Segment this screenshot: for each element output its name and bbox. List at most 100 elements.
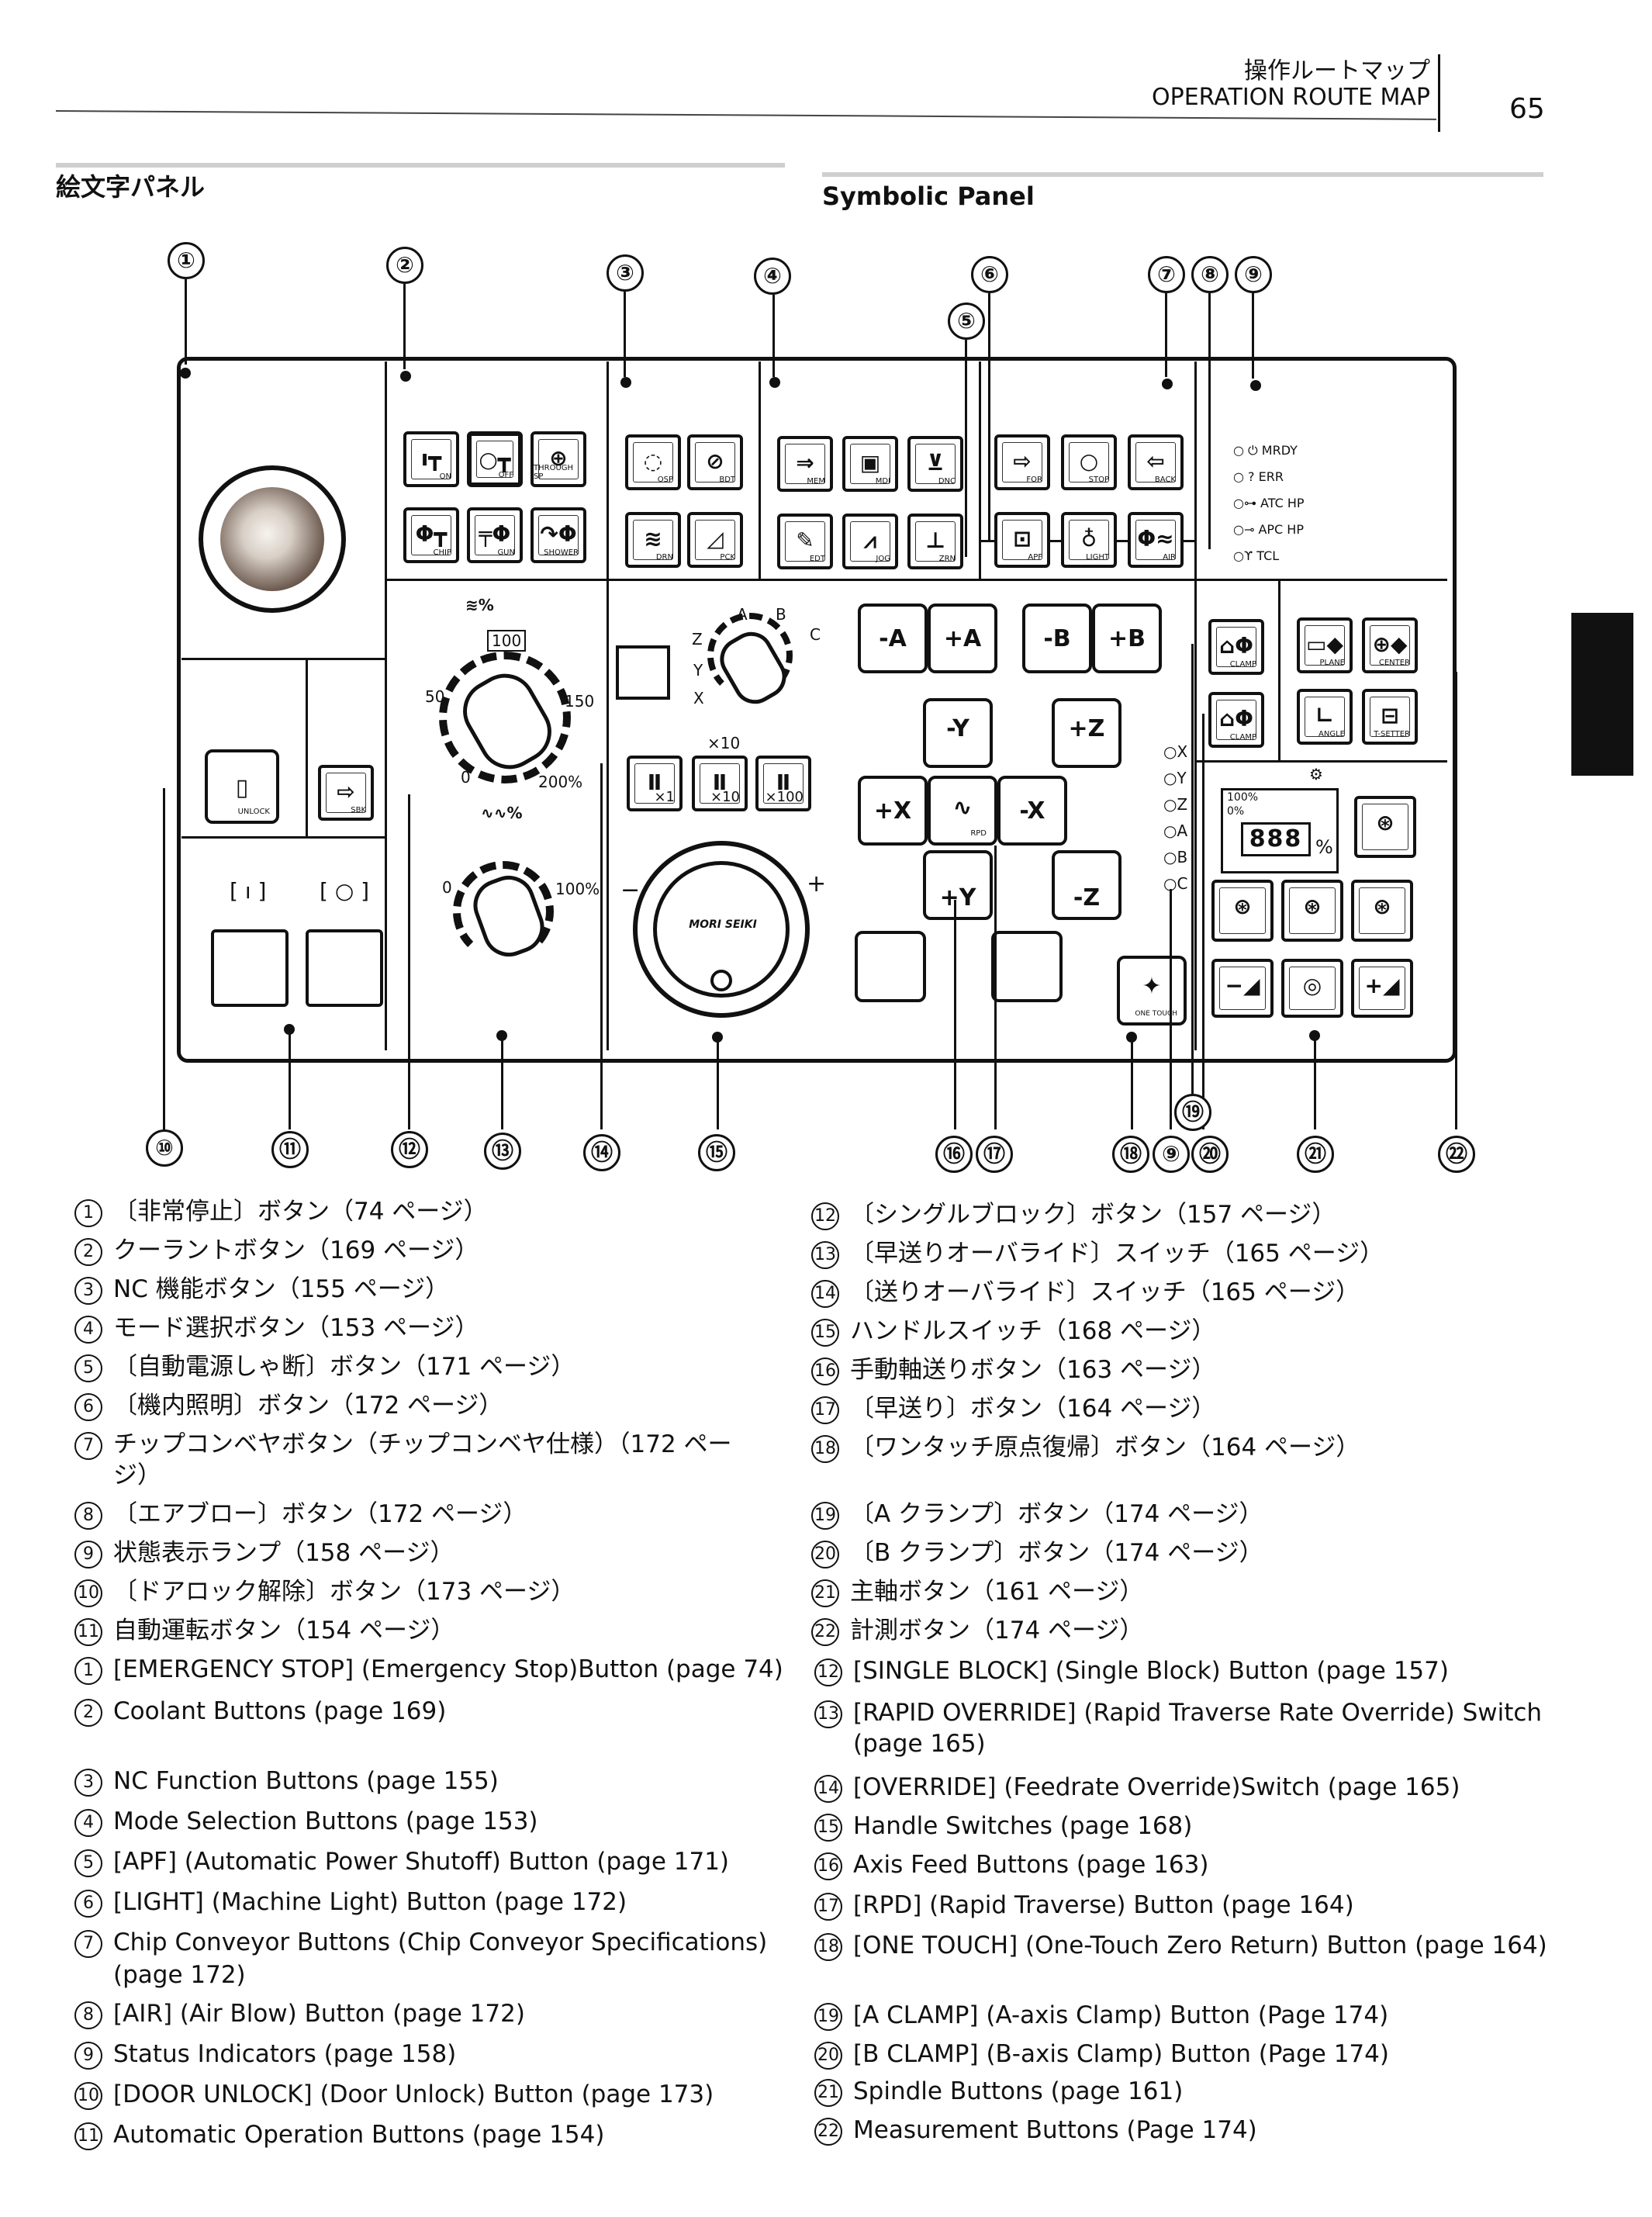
spindle-cw-button[interactable]: ⊛ — [1351, 880, 1413, 942]
mode-dnc-button[interactable]: ⊻DNC — [907, 436, 963, 492]
list-item-text: 〔エアブロー〕ボタン（172 ページ） — [113, 1500, 527, 1528]
axis-plus-z-button[interactable]: +Z — [1052, 698, 1121, 768]
spindle-speed-down-button[interactable]: −◢ — [1211, 959, 1274, 1018]
axis-plus-y-button[interactable]: +Y — [923, 850, 993, 920]
list-item-number: 8 — [74, 1501, 102, 1530]
list-item-text: [RPD] (Rapid Traverse) Button (page 164) — [853, 1891, 1354, 1919]
leader-11 — [289, 1029, 291, 1129]
list-item-text: チップコンベヤボタン（チップコンベヤ仕様）（172 ペー — [113, 1430, 732, 1458]
axis-plus-x-button[interactable]: +X — [858, 776, 928, 846]
divider-h2 — [181, 658, 385, 660]
apf-button[interactable]: ⊡APF — [994, 512, 1050, 568]
coolant-on-icon: ı┳ — [420, 445, 442, 471]
list-item-number: 17 — [811, 1396, 839, 1424]
handwheel-outer[interactable] — [633, 841, 810, 1018]
spindle-speed-up-button[interactable]: +◢ — [1351, 959, 1413, 1018]
cycle-start-button[interactable] — [211, 929, 289, 1007]
mode-mem-button[interactable]: ⇒MEM — [777, 436, 833, 492]
axis-minus-z-button[interactable]: -Z — [1052, 850, 1121, 920]
spindle-orient-button[interactable]: ⊛ — [1354, 796, 1416, 858]
door-unlock-button[interactable]: ▯UNLOCK — [205, 749, 279, 824]
axis-plus-b-button[interactable]: +B — [1092, 604, 1162, 673]
coolant-on-button[interactable]: ı┳ON — [403, 431, 459, 487]
coolant-through-button[interactable]: ⊕THROUGH SP — [531, 431, 586, 487]
spindle-stop-button[interactable]: ◎ — [1281, 959, 1343, 1018]
list-item: 20[B CLAMP] (B-axis Clamp) Button (Page … — [814, 2039, 1389, 2070]
callout-8: ⑧ — [1191, 256, 1229, 293]
measure-tsetter-button[interactable]: ⊟T-SETTER — [1362, 689, 1418, 745]
plane-icon: ▭◆ — [1306, 631, 1343, 657]
speed-up-icon: +◢ — [1364, 973, 1400, 998]
nc-pck-button[interactable]: ◿PCK — [687, 512, 743, 568]
single-block-button[interactable]: ⇨SBK — [318, 765, 374, 821]
rapid-traverse-button[interactable]: ∿RPD — [928, 776, 997, 846]
nc-osp-button[interactable]: ◌OSP — [625, 434, 681, 490]
callout-9-bottom: ⑨ — [1153, 1136, 1190, 1173]
spare-button-left[interactable] — [855, 931, 926, 1002]
list-item-text: ハンドルスイッチ（168 ページ） — [850, 1317, 1216, 1345]
apf-icon: ⊡ — [1013, 526, 1032, 552]
spindle-stop-jog-button[interactable]: ⊛ — [1281, 880, 1343, 942]
list-item-text: ジ） — [113, 1461, 161, 1489]
spindle-ccw-button[interactable]: ⊛ — [1211, 880, 1274, 942]
axis-minus-a-button[interactable]: -A — [858, 604, 928, 673]
measure-center-button[interactable]: ⊕◆CENTER — [1362, 617, 1418, 673]
handle-x10-button[interactable]: Ⅱ×10 — [692, 756, 748, 811]
list-item-text: NC Function Buttons (page 155) — [113, 1767, 499, 1795]
callout-19: ⑲ — [1174, 1094, 1211, 1131]
axis-minus-y-button[interactable]: -Y — [923, 698, 993, 768]
clamp-b-icon: ⌂Φ — [1219, 706, 1253, 732]
measure-plane-button[interactable]: ▭◆PLANE — [1297, 617, 1353, 673]
pck-icon: ◿ — [707, 526, 724, 552]
status-lamps: ○ ⏻ MRDY ○ ? ERR ○⊶ ATC HP ○⊸ APC HP ○ϒ … — [1233, 438, 1305, 569]
handle-x1-button[interactable]: Ⅱ×1 — [627, 756, 683, 811]
axis-minus-x-button[interactable]: -X — [997, 776, 1067, 846]
list-item-number: 2 — [74, 1698, 102, 1727]
axis-select-scale — [707, 613, 793, 698]
dot-9 — [1250, 380, 1261, 391]
list-item: 5[APF] (Automatic Power Shutoff) Button … — [74, 1846, 729, 1877]
mode-zrn-button[interactable]: ⊥ZRN — [907, 514, 963, 569]
light-button[interactable]: ♁LIGHT — [1061, 512, 1117, 568]
emergency-stop-button[interactable] — [220, 487, 324, 591]
coolant-chip-button[interactable]: Φ┳CHIP — [403, 507, 459, 563]
list-item-text: [B CLAMP] (B-axis Clamp) Button (Page 17… — [853, 2040, 1389, 2068]
chip-conveyor-forward-button[interactable]: ⇨FOR — [994, 434, 1050, 490]
list-item-text: [DOOR UNLOCK] (Door Unlock) Button (page… — [113, 2080, 714, 2108]
list-item-number: 22 — [814, 2117, 842, 2146]
list-item: 14〔送りオーバライド〕スイッチ（165 ページ） — [811, 1277, 1360, 1308]
measure-angle-button[interactable]: ∟ANGLE — [1297, 689, 1353, 745]
nc-drn-button[interactable]: ≋DRN — [625, 512, 681, 568]
chip-conveyor-back-button[interactable]: ⇦BACK — [1128, 434, 1184, 490]
leader-4 — [772, 295, 775, 377]
conveyor-forward-icon: ⇨ — [1013, 448, 1032, 474]
chip-conveyor-stop-button[interactable]: ○STOP — [1061, 434, 1117, 490]
air-blow-button[interactable]: Φ≈AIR — [1128, 512, 1184, 568]
mode-jog-button[interactable]: ⩘JOG — [842, 514, 898, 569]
axis-plus-a-button[interactable]: +A — [928, 604, 997, 673]
list-item-text: 〔ワンタッチ原点復帰〕ボタン（164 ページ） — [850, 1434, 1360, 1461]
callout-9: ⑨ — [1235, 256, 1272, 293]
callout-10: ⑩ — [146, 1129, 183, 1167]
nc-bdt-button[interactable]: ⊘BDT — [687, 434, 743, 490]
list-item-number: 2 — [74, 1237, 102, 1266]
mode-edt-button[interactable]: ✎EDT — [777, 514, 833, 569]
handle-x100-button[interactable]: Ⅱ×100 — [755, 756, 811, 811]
callout-1: ① — [168, 242, 205, 279]
mode-mdi-button[interactable]: ▣MDI — [842, 436, 898, 492]
feed-hold-button[interactable] — [306, 929, 383, 1007]
spare-button-right[interactable] — [991, 931, 1063, 1002]
one-touch-button[interactable]: ✦ONE TOUCH — [1117, 956, 1187, 1025]
handwheel-knob — [710, 970, 732, 991]
list-item: 10[DOOR UNLOCK] (Door Unlock) Button (pa… — [74, 2079, 714, 2110]
axis-minus-b-button[interactable]: -B — [1022, 604, 1092, 673]
coolant-off-button[interactable]: ○┳OFF — [467, 431, 523, 487]
